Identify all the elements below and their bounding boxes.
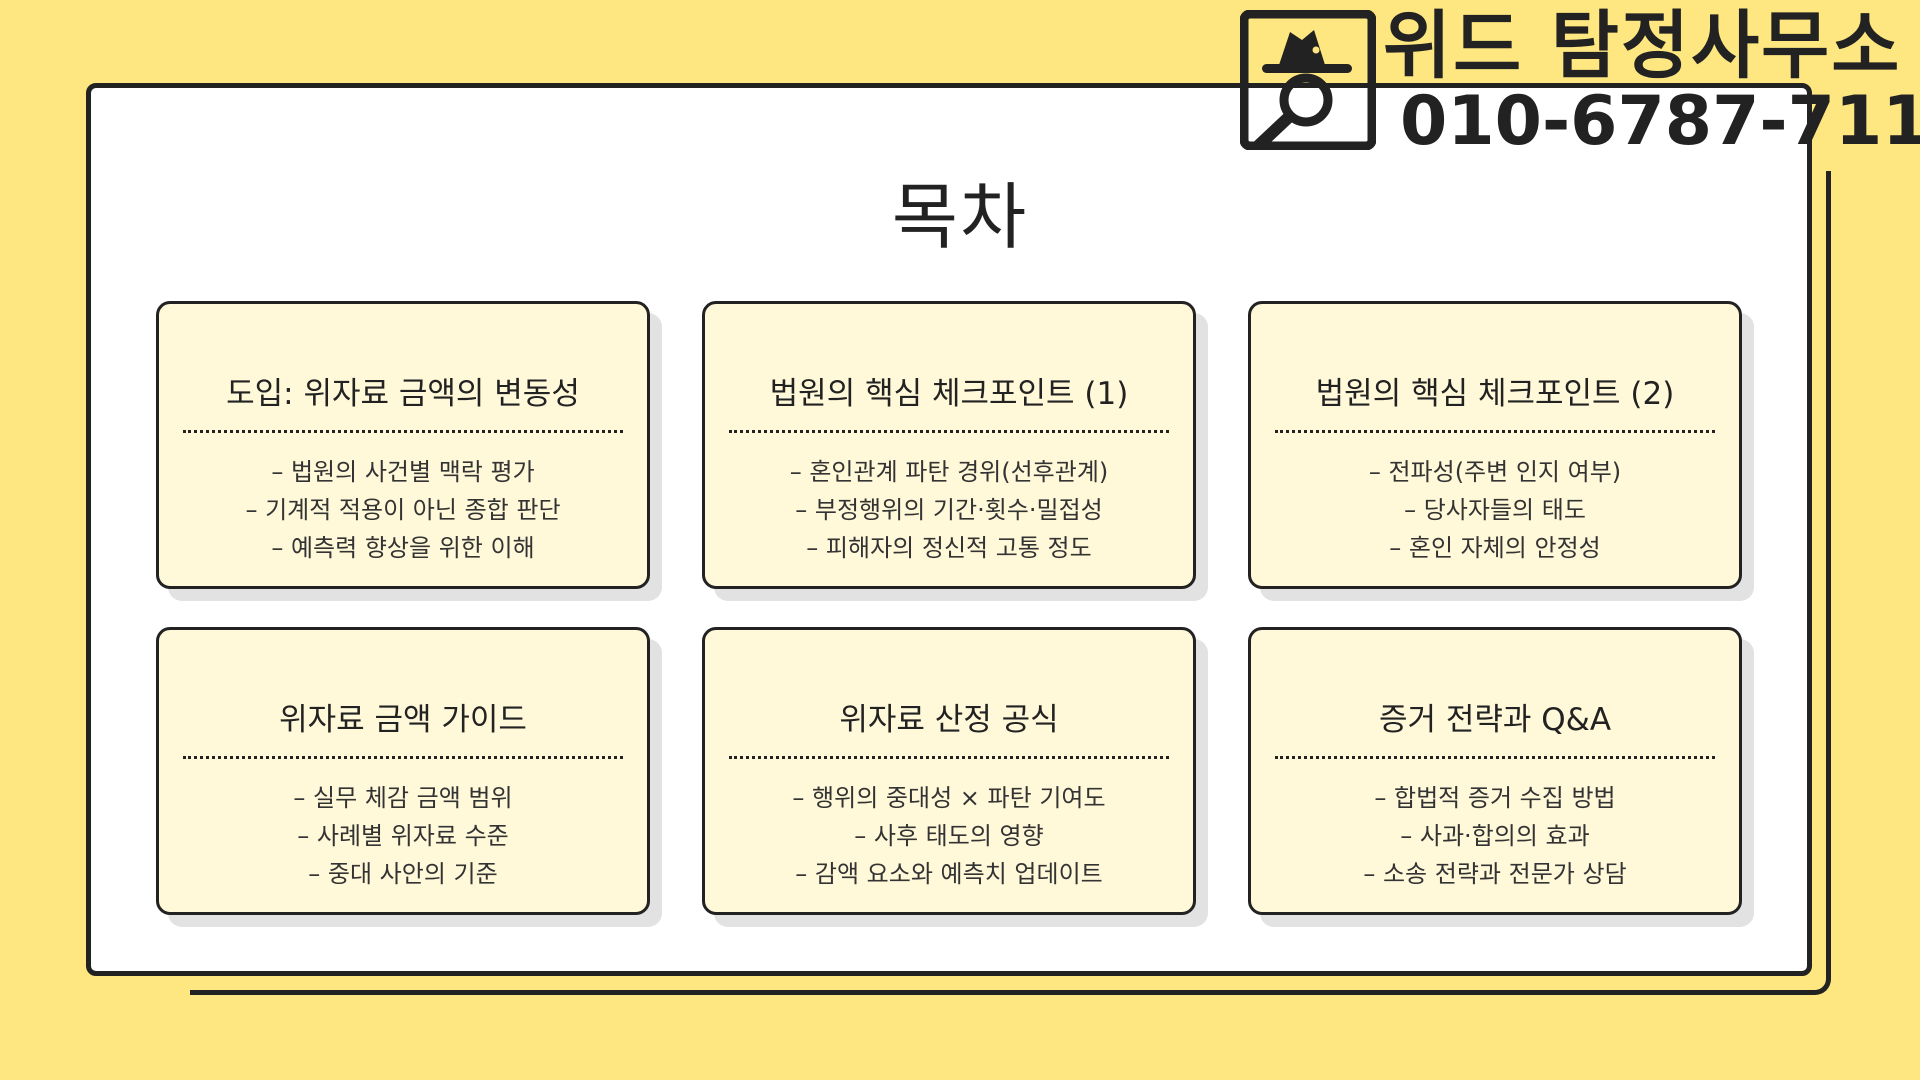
dotted-divider [729, 430, 1169, 433]
card-title: 도입: 위자료 금액의 변동성 [226, 376, 580, 412]
card-item: – 실무 체감 금액 범위 [293, 784, 513, 812]
card-title: 법원의 핵심 체크포인트 (2) [1315, 376, 1675, 412]
card-title: 위자료 금액 가이드 [279, 702, 527, 738]
card-item: – 당사자들의 태도 [1404, 496, 1586, 524]
toc-card: 위자료 금액 가이드 – 실무 체감 금액 범위 – 사례별 위자료 수준 – 중대 … [156, 627, 650, 915]
dotted-divider [1275, 430, 1715, 433]
dotted-divider [729, 756, 1169, 759]
panel-offset-line [190, 171, 1831, 995]
card-item: – 사과·합의의 효과 [1400, 822, 1590, 850]
card-item: – 피해자의 정신적 고통 정도 [806, 534, 1092, 562]
card-item: – 법원의 사건별 맥락 평가 [271, 458, 535, 486]
toc-card: 도입: 위자료 금액의 변동성 – 법원의 사건별 맥락 평가 – 기계적 적용이 … [156, 301, 650, 589]
toc-card: 증거 전략과 Q&A – 합법적 증거 수집 방법 – 사과·합의의 효과 – 소송 … [1248, 627, 1742, 915]
card-item: – 부정행위의 기간·횟수·밀접성 [795, 496, 1103, 524]
card-item: – 혼인 자체의 안정성 [1389, 534, 1601, 562]
brand-phone: 010-6787-7113 [1400, 82, 1920, 161]
card-item: – 사후 태도의 영향 [854, 822, 1044, 850]
dotted-divider [183, 756, 623, 759]
card-title: 위자료 산정 공식 [839, 702, 1059, 738]
card-item: – 행위의 중대성 × 파탄 기여도 [792, 784, 1106, 812]
toc-card: 법원의 핵심 체크포인트 (1) – 혼인관계 파탄 경위(선후관계) – 부정행위… [702, 301, 1196, 589]
toc-card: 법원의 핵심 체크포인트 (2) – 전파성(주변 인지 여부) – 당사자들의 태… [1248, 301, 1742, 589]
card-item: – 소송 전략과 전문가 상담 [1363, 860, 1627, 888]
card-item: – 기계적 적용이 아닌 종합 판단 [245, 496, 561, 524]
card-item: – 예측력 향상을 위한 이해 [271, 534, 535, 562]
toc-card: 위자료 산정 공식 – 행위의 중대성 × 파탄 기여도 – 사후 태도의 영향 – … [702, 627, 1196, 915]
page-title: 목차 [891, 175, 1029, 259]
card-item: – 감액 요소와 예측치 업데이트 [795, 860, 1103, 888]
brand-name: 위드 탐정사무소 [1383, 3, 1902, 89]
detective-logo-icon [1240, 10, 1376, 150]
card-title: 법원의 핵심 체크포인트 (1) [769, 376, 1129, 412]
card-item: – 혼인관계 파탄 경위(선후관계) [789, 458, 1109, 486]
card-item: – 사례별 위자료 수준 [297, 822, 509, 850]
card-item: – 중대 사안의 기준 [308, 860, 498, 888]
card-item: – 합법적 증거 수집 방법 [1374, 784, 1616, 812]
dotted-divider [1275, 756, 1715, 759]
dotted-divider [183, 430, 623, 433]
card-title: 증거 전략과 Q&A [1378, 702, 1612, 738]
card-item: – 전파성(주변 인지 여부) [1368, 458, 1622, 486]
